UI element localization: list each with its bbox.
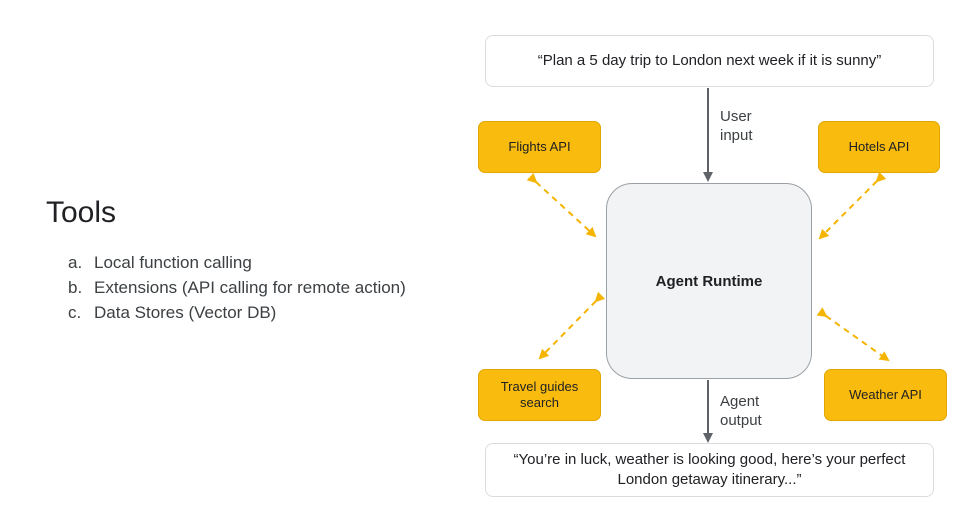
agent-response-box: “You’re in luck, weather is looking good… — [485, 443, 934, 497]
list-item-text: Data Stores (Vector DB) — [94, 303, 277, 322]
user-input-label-line2: input — [720, 127, 753, 144]
agent-runtime-label: Agent Runtime — [655, 272, 763, 290]
user-input-label: User input — [720, 107, 753, 145]
agent-response-line2: London getaway itinerary...” — [617, 471, 802, 488]
list-item-marker: c. — [68, 303, 82, 322]
weather-api-box: Weather API — [824, 369, 947, 421]
tools-list: a. Local function calling b. Extensions (A… — [68, 250, 406, 325]
travel-runtime-arrow — [538, 291, 606, 360]
weather-runtime-arrow — [816, 307, 890, 362]
list-item-text: Local function calling — [94, 253, 252, 272]
travel-guides-box: Travel guides search — [478, 369, 601, 421]
agent-response-line1: “You’re in luck, weather is looking good… — [513, 451, 906, 468]
slide-title: Tools — [46, 196, 117, 229]
user-input-label-line1: User — [720, 108, 752, 125]
hotels-api-box: Hotels API — [818, 121, 940, 173]
agent-runtime-box: Agent Runtime — [606, 183, 812, 379]
list-item-marker: b. — [68, 278, 83, 297]
flights-api-box: Flights API — [478, 121, 601, 173]
list-item: c. Data Stores (Vector DB) — [68, 300, 406, 325]
user-prompt-text: “Plan a 5 day trip to London next week i… — [537, 52, 882, 69]
user-prompt-box: “Plan a 5 day trip to London next week i… — [485, 35, 934, 87]
agent-output-label: Agent output — [720, 392, 762, 430]
agent-output-label-line1: Agent — [720, 393, 760, 410]
flights-runtime-arrow — [526, 172, 597, 238]
travel-guides-label-line2: search — [519, 395, 560, 410]
hotels-runtime-arrow — [818, 171, 887, 240]
flights-api-label: Flights API — [508, 139, 571, 154]
list-item-text: Extensions (API calling for remote actio… — [94, 278, 406, 297]
agent-output-label-line2: output — [720, 412, 762, 429]
hotels-api-label: Hotels API — [848, 139, 910, 154]
list-item-marker: a. — [68, 253, 83, 272]
travel-guides-label-line1: Travel guides — [500, 379, 579, 394]
list-item: a. Local function calling — [68, 250, 406, 275]
weather-api-label: Weather API — [849, 387, 922, 402]
list-item: b. Extensions (API calling for remote act… — [68, 275, 406, 300]
